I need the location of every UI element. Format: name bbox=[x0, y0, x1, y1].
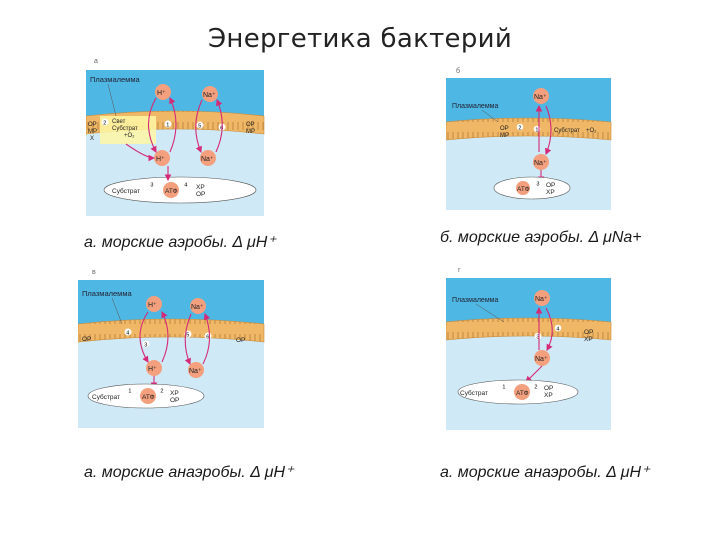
step-number: 1 bbox=[166, 123, 169, 129]
xr-label: ХР bbox=[544, 392, 553, 399]
substrate-label: Субстрат bbox=[554, 128, 580, 134]
mr-label: МР bbox=[500, 133, 509, 139]
step-number: 4 bbox=[556, 326, 559, 332]
membrane-label: Плазмалемма bbox=[452, 103, 498, 110]
substrate-label: Субстрат bbox=[112, 187, 140, 195]
h-ion-top bbox=[155, 84, 171, 100]
na-ion-bottom bbox=[200, 150, 216, 166]
atp-label: АТФ bbox=[165, 188, 178, 195]
mr-label: МР bbox=[246, 129, 255, 135]
h-ion-label: H⁺ bbox=[148, 366, 157, 373]
or-label: ОР bbox=[196, 191, 205, 198]
step-number: 3 bbox=[536, 334, 539, 340]
or-label: ОР bbox=[82, 336, 91, 343]
step-number: 2 bbox=[518, 125, 521, 131]
mr-label: МР bbox=[88, 129, 97, 135]
light-label: Свет bbox=[112, 119, 126, 125]
o2-label: +O₂ bbox=[124, 133, 135, 139]
na-ion-label: Na⁺ bbox=[534, 160, 547, 167]
h-ion-label: H⁺ bbox=[148, 302, 157, 309]
h-ion-label: H⁺ bbox=[156, 156, 165, 163]
membrane bbox=[446, 117, 612, 141]
substrate-label: Субстрат bbox=[112, 126, 138, 132]
caption-c: а. морские анаэробы. Δ μH⁺ bbox=[84, 464, 294, 481]
substrate-label: Субстрат bbox=[92, 393, 120, 401]
substrate-label: Субстрат bbox=[460, 389, 488, 397]
light-box bbox=[100, 116, 156, 144]
step-number: 4 bbox=[126, 331, 129, 337]
step-number: 5 bbox=[198, 124, 201, 130]
or-label: ОР bbox=[584, 329, 593, 336]
panel-letter: г bbox=[458, 267, 461, 274]
page-title: Энергетика бактерий bbox=[207, 24, 513, 54]
step-number: 1 bbox=[535, 127, 538, 133]
or-label: ОР bbox=[546, 182, 555, 189]
or-label: ОР bbox=[544, 385, 553, 392]
or-label: ОР bbox=[88, 122, 97, 128]
diagram-d: г Плазмалемма Na⁺ Na⁺ ОР ХР 4 3 Субстрат… bbox=[446, 267, 612, 430]
atp-label: АТФ bbox=[142, 394, 155, 401]
membrane-label: Плазмалемма bbox=[90, 75, 140, 84]
diagram-a: а Плазмалемма H⁺ Na⁺ H⁺ Na⁺ Свет Субстра… bbox=[86, 58, 265, 216]
step-number: 3 bbox=[150, 182, 153, 188]
xr-label: ХР bbox=[546, 189, 555, 196]
outer-space bbox=[78, 280, 264, 326]
na-ion-label: Na⁺ bbox=[534, 94, 547, 101]
na-ion-label: Na⁺ bbox=[535, 356, 548, 363]
xr-label: ХР bbox=[170, 390, 179, 397]
step-number: 2 bbox=[160, 388, 163, 394]
step-number: 1 bbox=[502, 384, 505, 390]
x-label: Х bbox=[90, 136, 94, 142]
caption-b: б. морские аэробы. Δ μNa+ bbox=[440, 229, 642, 246]
xr-label: ХР bbox=[196, 184, 205, 191]
atp-label: АТФ bbox=[516, 390, 529, 397]
h-ion-bottom bbox=[154, 150, 170, 166]
na-ion-label: Na⁺ bbox=[201, 156, 214, 163]
step-number: 1 bbox=[128, 388, 131, 394]
panel-letter: а bbox=[94, 58, 98, 65]
cytoplasm-ellipse bbox=[493, 176, 571, 200]
step-number: 3 bbox=[536, 181, 539, 187]
o2-label: +O₂ bbox=[586, 128, 597, 134]
step-number: 6 bbox=[206, 335, 209, 341]
outer-space bbox=[446, 278, 611, 324]
panel-letter: б bbox=[456, 67, 460, 75]
cytoplasm-ellipse bbox=[103, 176, 257, 204]
or-label: ОР bbox=[236, 337, 245, 344]
na-ion-label: Na⁺ bbox=[191, 304, 204, 311]
step-number: 5 bbox=[186, 333, 189, 339]
membrane bbox=[446, 317, 612, 341]
step-number: 2 bbox=[103, 121, 106, 127]
step-number: 4 bbox=[184, 182, 187, 188]
panel-letter: в bbox=[92, 269, 96, 276]
caption-a: а. морские аэробы. Δ μH⁺ bbox=[84, 234, 276, 251]
na-ion-label: Na⁺ bbox=[203, 92, 216, 99]
xr-label: ХР bbox=[584, 336, 593, 343]
membrane bbox=[78, 318, 265, 343]
step-number: 2 bbox=[534, 384, 537, 390]
outer-space bbox=[86, 70, 264, 118]
membrane-label: Плазмалемма bbox=[82, 289, 132, 298]
outer-space bbox=[446, 78, 611, 124]
membrane-label: Плазмалемма bbox=[452, 297, 498, 304]
diagram-c: в Плазмалемма H⁺ Na⁺ H⁺ Na⁺ ОР ОР 4 3 5 … bbox=[78, 269, 265, 428]
na-ion-label: Na⁺ bbox=[535, 296, 548, 303]
na-ion-top bbox=[202, 86, 218, 102]
step-number: 3 bbox=[144, 343, 147, 349]
or-label: ОР bbox=[500, 126, 509, 132]
h-ion-label: H⁺ bbox=[157, 90, 166, 97]
diagram-b: б Плазмалемма Na⁺ Na⁺ ОР МР Субстрат +O₂… bbox=[446, 67, 612, 210]
or-label: ОР bbox=[246, 122, 255, 128]
or-label: ОР bbox=[170, 397, 179, 404]
atp-label: АТФ bbox=[517, 186, 530, 193]
caption-d: а. морские анаэробы. Δ μH⁺ bbox=[440, 464, 650, 481]
na-ion-label: Na⁺ bbox=[189, 368, 202, 375]
